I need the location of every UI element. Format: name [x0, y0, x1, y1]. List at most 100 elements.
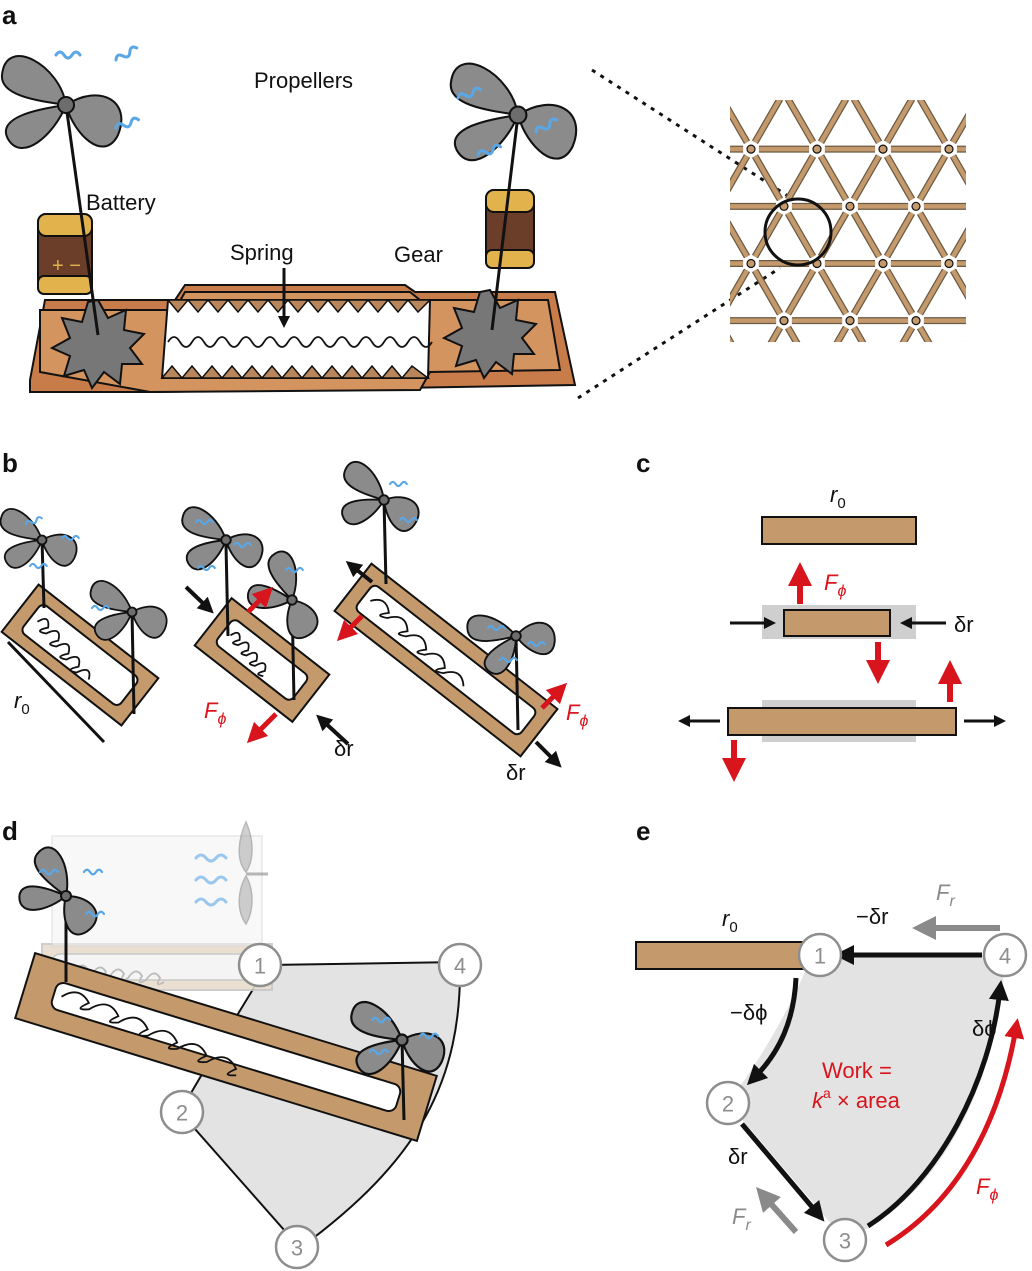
- e-label-fphi: Fϕ: [976, 1174, 998, 1204]
- lattice-bond: [689, 385, 714, 428]
- lattice-bond: [1019, 213, 1032, 256]
- lattice-bond: [755, 42, 780, 85]
- lattice-bond: [986, 42, 1011, 85]
- lattice-bond: [951, 154, 966, 184]
- lattice-bond: [819, 269, 848, 315]
- e-node-4: 4: [982, 932, 1028, 978]
- lattice-node: [879, 31, 887, 39]
- lattice-bond: [656, 42, 681, 85]
- lattice-node: [978, 202, 986, 210]
- panel-letter-c: c: [636, 448, 650, 478]
- lattice-bond: [1019, 327, 1032, 370]
- lattice-node: [879, 374, 887, 382]
- lattice-bond: [918, 326, 931, 342]
- panel-c: c r0 Fϕ δr: [636, 448, 1006, 782]
- rack-bottom: [160, 364, 431, 380]
- lattice-bond: [788, 42, 813, 85]
- panel-letter-d: d: [2, 816, 18, 846]
- lattice-bond: [769, 326, 782, 342]
- lattice-bond: [1019, 327, 1032, 370]
- lattice-node: [746, 258, 756, 269]
- lattice-bond: [656, 270, 681, 313]
- panel-letter-e: e: [636, 816, 650, 846]
- lattice-bond: [656, 385, 681, 428]
- gear-left: [49, 298, 147, 390]
- lattice-bond: [788, 385, 813, 428]
- lattice-bond: [986, 270, 1011, 313]
- lattice-node: [945, 374, 953, 382]
- lattice-bond: [656, 327, 681, 370]
- lattice-node: [945, 31, 953, 39]
- lattice-bond: [918, 269, 947, 315]
- lattice-bond: [1019, 99, 1032, 142]
- e-label-work-line2: ka × area: [812, 1085, 901, 1113]
- lattice-bond: [854, 385, 879, 428]
- lattice-node: [912, 88, 920, 96]
- lattice-bond: [755, 385, 780, 428]
- rack-top: [166, 298, 432, 314]
- lattice-bond: [953, 42, 978, 85]
- lattice-bond: [953, 385, 978, 428]
- b-label-dr-mid: δr: [334, 736, 354, 761]
- lattice-node: [714, 317, 722, 325]
- lattice-node: [878, 258, 888, 269]
- lattice-bond: [986, 42, 1011, 85]
- lattice-bond: [986, 156, 1011, 199]
- lattice-node: [845, 316, 855, 326]
- lattice-bond: [786, 212, 815, 258]
- svg-text:4: 4: [454, 954, 466, 979]
- lattice-bond: [1019, 385, 1032, 428]
- b-label-dr-right: δr: [506, 760, 526, 785]
- lattice-bond: [656, 42, 681, 85]
- lattice-bond: [852, 269, 881, 315]
- lattice-bond: [852, 100, 881, 144]
- lattice-bond: [1019, 270, 1032, 313]
- c-label-r0: r0: [830, 482, 846, 512]
- lattice-bond: [1019, 99, 1032, 142]
- d-faded-propeller: [238, 820, 268, 926]
- shaft-left: [64, 104, 100, 336]
- lattice-bond: [689, 156, 714, 199]
- panel-e: e r0 Fr −δr −δϕ δϕ δr Fr Fϕ Work = ka × …: [635, 816, 1028, 1263]
- d-node-4: 4: [437, 942, 483, 988]
- zoom-line-bottom: [577, 266, 781, 400]
- e-cycle-area: [728, 955, 1005, 1240]
- lattice-bond: [986, 213, 1011, 256]
- lattice-bond: [689, 213, 714, 256]
- lattice-bond: [1019, 42, 1032, 85]
- lattice-bond: [722, 385, 747, 428]
- e-label-r0: r0: [722, 906, 738, 936]
- lattice-node: [944, 144, 954, 154]
- b2-shaft-left: [224, 544, 230, 637]
- e-fr-arrow-bottom: [756, 1187, 799, 1234]
- water-wave-icon: [388, 480, 408, 488]
- lattice-bond: [753, 212, 782, 258]
- spring-coil: [167, 336, 433, 348]
- d-shaft-right: [400, 1039, 406, 1121]
- e-arrow-3-to-4: [866, 980, 1009, 1229]
- lattice-bond: [730, 269, 749, 305]
- svg-text:2: 2: [176, 1101, 188, 1126]
- e-node-2: 2: [705, 1080, 751, 1126]
- lattice-bond: [656, 156, 681, 199]
- water-wave-icon: [194, 853, 228, 863]
- lattice-node: [747, 374, 755, 382]
- lattice-bond: [854, 385, 879, 428]
- lattice-bond: [656, 156, 681, 199]
- lattice-bond: [986, 270, 1011, 313]
- e-label-minus-dphi: −δϕ: [730, 1000, 767, 1025]
- lattice-bond: [689, 42, 714, 85]
- label-spring: Spring: [230, 240, 294, 265]
- lattice-node: [1011, 31, 1019, 39]
- lattice-bond: [821, 42, 846, 85]
- lattice-bond: [951, 269, 966, 298]
- lattice-bond: [920, 42, 945, 85]
- lattice-bond: [730, 336, 733, 342]
- svg-text:1: 1: [814, 944, 826, 969]
- lattice-bond: [786, 326, 799, 342]
- lattice-highlight-circle: [763, 197, 833, 267]
- lattice-bond: [852, 326, 865, 342]
- lattice-bond: [689, 270, 714, 313]
- lattice-bond: [852, 212, 881, 258]
- e-node-3: 3: [822, 1217, 868, 1263]
